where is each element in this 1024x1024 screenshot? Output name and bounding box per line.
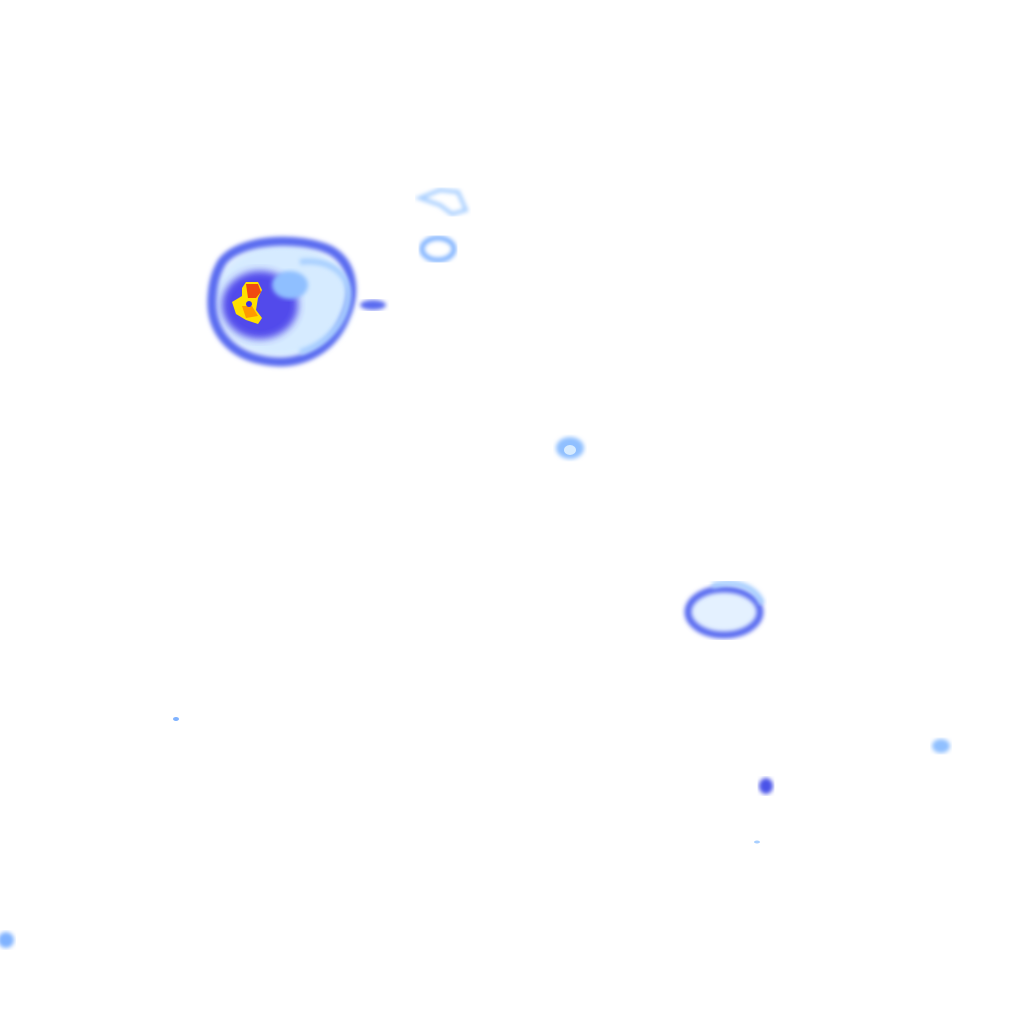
storm-cell-southwest xyxy=(0,717,760,948)
storm-cell-small-east xyxy=(360,300,386,310)
storm-cell-south xyxy=(759,778,773,794)
storm-cell-north-1 xyxy=(414,187,469,217)
storm-cell-north-2 xyxy=(419,235,457,263)
storm-cell-ring-southeast xyxy=(684,580,765,639)
storm-cell-east xyxy=(932,739,950,753)
storm-cell-center xyxy=(556,437,584,459)
storm-cell-main xyxy=(207,236,357,367)
